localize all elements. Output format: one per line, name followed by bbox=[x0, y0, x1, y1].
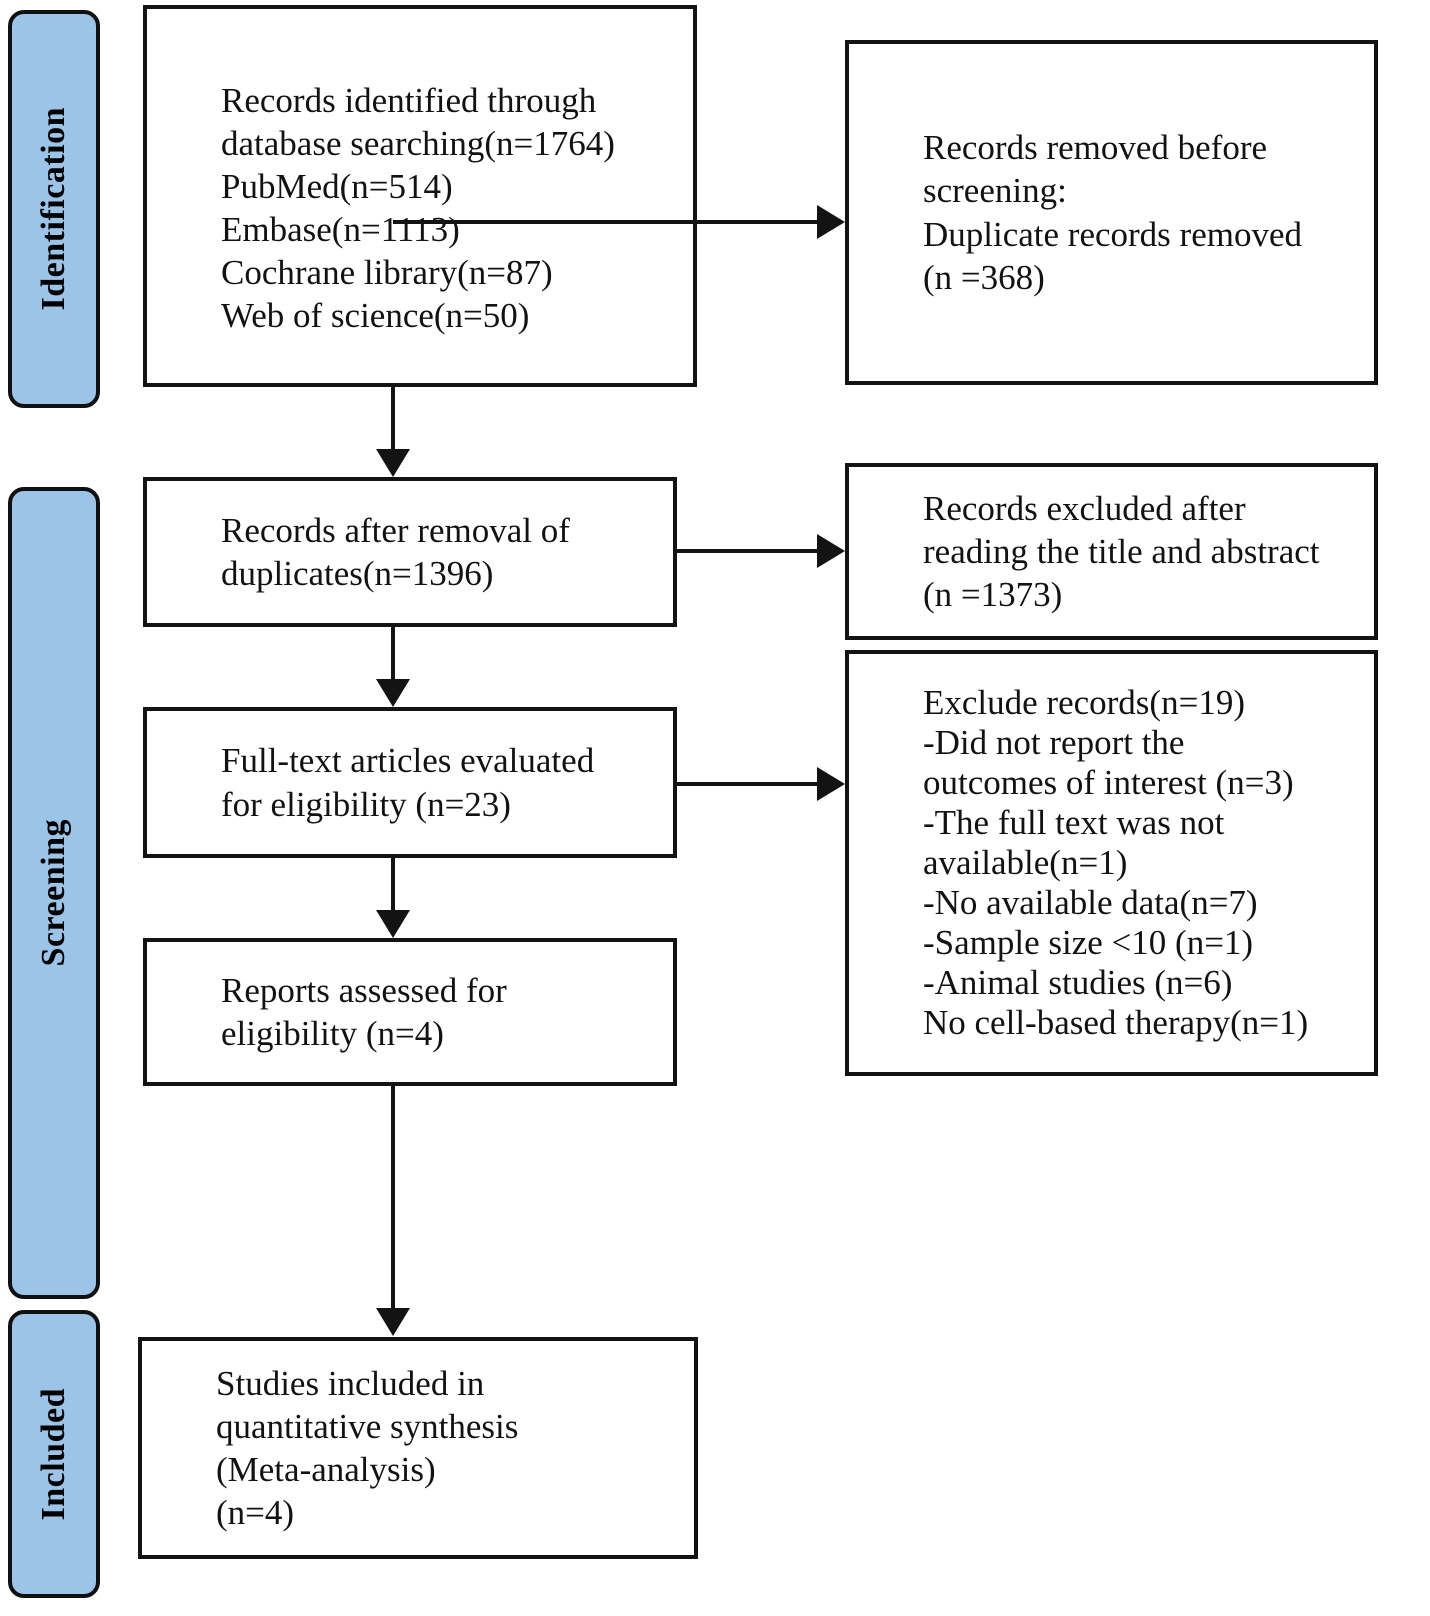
records-removed-text: Records removed before screening: Duplic… bbox=[923, 128, 1303, 297]
connector-after-duplicates-to-fulltext bbox=[391, 627, 395, 679]
connector-reports-to-studies-included bbox=[391, 1086, 395, 1308]
exclude-reasons-text: Exclude records(n=19) -Did not report th… bbox=[923, 682, 1309, 1043]
fulltext-evaluated-text: Full-text articles evaluated for eligibi… bbox=[221, 741, 595, 824]
records-excluded-box: Records excluded after reading the title… bbox=[845, 463, 1378, 640]
reports-assessed-box: Reports assessed for eligibility (n=4) bbox=[143, 938, 677, 1086]
connector-fulltext-to-exclude-reasons bbox=[677, 782, 817, 786]
studies-included-text: Studies included in quantitative synthes… bbox=[216, 1363, 519, 1533]
arrow-fulltext-to-reports bbox=[376, 910, 410, 938]
stage-screening: Screening bbox=[8, 487, 100, 1299]
connector-fulltext-to-reports bbox=[391, 858, 395, 910]
fulltext-evaluated-box: Full-text articles evaluated for eligibi… bbox=[143, 707, 677, 858]
records-excluded-text: Records excluded after reading the title… bbox=[923, 488, 1320, 615]
connector-identified-to-after-duplicates bbox=[391, 387, 395, 449]
arrow-fulltext-to-exclude-reasons bbox=[817, 767, 845, 801]
arrow-reports-to-studies-included bbox=[376, 1308, 410, 1336]
stage-included-label: Included bbox=[35, 1387, 72, 1521]
records-identified-box: Records identified through database sear… bbox=[143, 5, 697, 387]
reports-assessed-text: Reports assessed for eligibility (n=4) bbox=[221, 970, 507, 1053]
stage-included: Included bbox=[8, 1310, 100, 1598]
connector-identified-to-removed bbox=[393, 220, 817, 224]
connector-after-duplicates-to-excluded bbox=[677, 549, 817, 553]
studies-included-box: Studies included in quantitative synthes… bbox=[138, 1337, 698, 1559]
stage-screening-label: Screening bbox=[35, 819, 72, 967]
records-after-duplicates-text: Records after removal of duplicates(n=13… bbox=[221, 510, 570, 593]
records-removed-box: Records removed before screening: Duplic… bbox=[845, 40, 1378, 385]
arrow-identified-to-removed bbox=[817, 205, 845, 239]
records-identified-text: Records identified through database sear… bbox=[221, 80, 615, 336]
exclude-reasons-box: Exclude records(n=19) -Did not report th… bbox=[845, 650, 1378, 1076]
stage-identification-label: Identification bbox=[35, 107, 72, 311]
arrow-after-duplicates-to-fulltext bbox=[376, 679, 410, 707]
arrow-identified-to-after-duplicates bbox=[376, 449, 410, 477]
arrow-after-duplicates-to-excluded bbox=[817, 534, 845, 568]
records-after-duplicates-box: Records after removal of duplicates(n=13… bbox=[143, 477, 677, 627]
stage-identification: Identification bbox=[8, 10, 100, 408]
